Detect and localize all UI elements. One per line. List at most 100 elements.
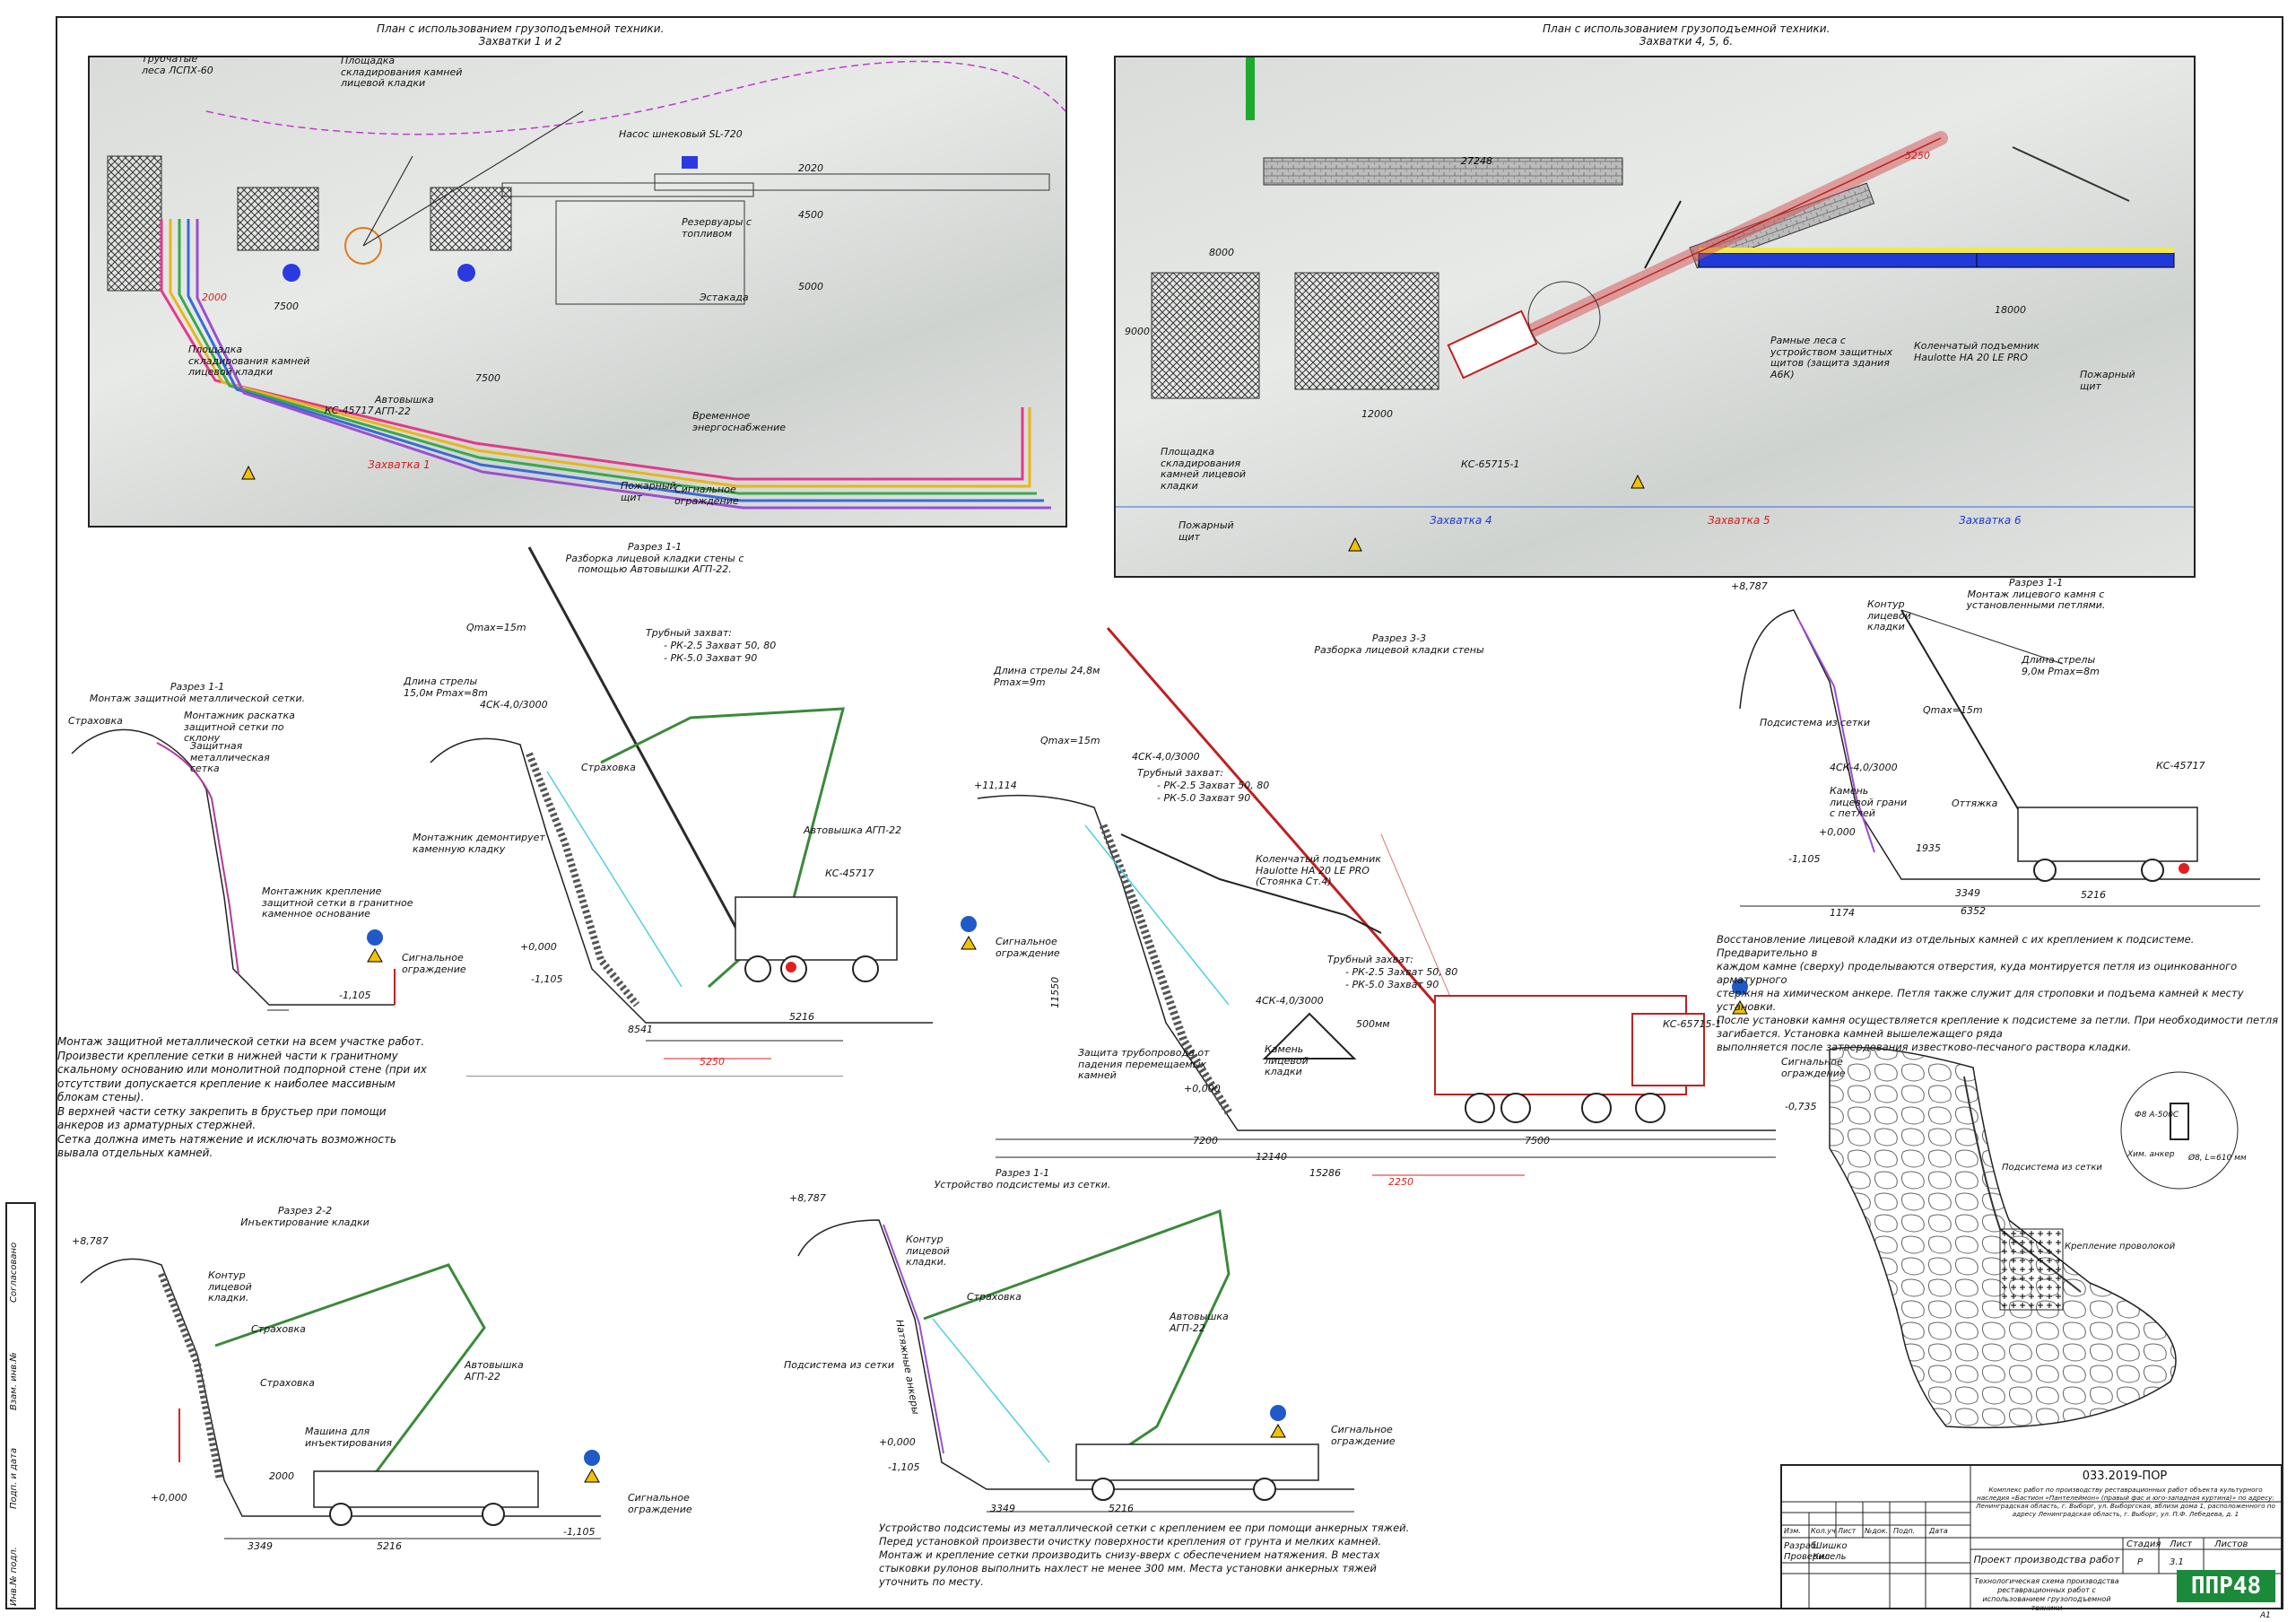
level-label: +0,000	[520, 941, 557, 953]
dimension: 9000	[1125, 326, 1150, 337]
dimension: 7200	[1193, 1135, 1218, 1147]
section-label: КС-45717	[2156, 760, 2205, 772]
plan-label: Площадка складирования камней лицевой кл…	[341, 56, 463, 90]
wheel	[1500, 1093, 1531, 1123]
level-label: +11,114	[974, 780, 1017, 791]
knuckle-lift	[1120, 833, 1382, 934]
masonry	[158, 1272, 223, 1481]
crane-boom	[2012, 146, 2130, 202]
wall-profile	[977, 794, 1776, 1131]
utility-line	[178, 219, 1037, 495]
dimension: 11550	[1049, 976, 1062, 1008]
detail-callout	[2120, 1071, 2239, 1190]
warning-sign	[241, 465, 256, 480]
warning-sign-icon	[584, 1468, 600, 1483]
section-label: Трубный захват:	[646, 627, 732, 639]
wheel	[1091, 1478, 1115, 1501]
dimension-line	[996, 1138, 1776, 1158]
level-label: +8,787	[72, 1235, 109, 1247]
detail-label: Крепление проволокой	[2065, 1242, 2176, 1251]
section-label: - РК-2.5 Захват 50, 80	[1345, 966, 1458, 978]
section-label: Сигнальное ограждение	[628, 1492, 692, 1515]
plan-left-drawing	[107, 60, 1065, 510]
col-header: Лист	[1838, 1527, 1857, 1535]
section-label: КС-45717	[825, 868, 874, 879]
dimension-line	[466, 1040, 843, 1077]
wheel	[2033, 859, 2057, 882]
dimension: 5250	[1905, 150, 1930, 161]
sheet-value: 3.1	[2170, 1557, 2184, 1567]
protective-shield	[1699, 248, 2174, 253]
detail-label: Хим. анкер	[2127, 1150, 2175, 1159]
scaffold-block	[107, 155, 162, 292]
warning-sign-icon	[1270, 1423, 1286, 1438]
frame-scaffold	[1976, 252, 2175, 268]
dimension: 3349	[248, 1540, 273, 1552]
dimension: 500мм	[1356, 1018, 1390, 1030]
plan-right-title: План с использованием грузоподъемной тех…	[1543, 22, 1831, 48]
wheel	[2141, 859, 2164, 882]
dimension: 27248	[1461, 155, 1492, 167]
warning-sign-icon	[1732, 999, 1748, 1015]
section-label: Защитная металлическая сетка	[190, 740, 270, 775]
plan-label: Пожарный щит	[1178, 519, 1234, 543]
crane-truck	[2017, 807, 2198, 862]
level-label: +8,787	[789, 1192, 826, 1204]
plan-right-drawing	[1116, 57, 2194, 552]
contour-line	[205, 60, 1065, 135]
utility-line	[169, 219, 1031, 488]
masonry	[526, 752, 640, 1007]
section-label: Длина стрелы 15,0м Pmax=8m	[404, 676, 488, 699]
storage-area	[430, 187, 512, 251]
sheet-header: Лист	[2170, 1539, 2193, 1549]
project-type: Проект производства работ	[1973, 1554, 2120, 1565]
safety-line	[932, 1318, 1050, 1463]
plan-label: КС-45717	[325, 405, 374, 416]
note-line: вывала отдельных камней.	[57, 1147, 213, 1159]
level-label: -1,105	[1788, 853, 1821, 865]
note-line: Монтаж защитной металлической сетки на в…	[57, 1035, 425, 1048]
level-label: +0,000	[151, 1492, 187, 1504]
dimension: 15286	[1309, 1167, 1341, 1179]
dimension: 1174	[1830, 907, 1855, 919]
dimension: 4500	[798, 209, 823, 221]
drawing-frame	[56, 16, 2283, 1609]
lift-boom	[923, 1208, 1231, 1464]
dimension: 3349	[990, 1503, 1015, 1514]
title-block: 033.2019-ПОР Комплекс работ по производс…	[1780, 1464, 2283, 1612]
level-label: +8,787	[1731, 580, 1768, 592]
building-outline	[654, 173, 1050, 191]
checker-role: Проверил	[1784, 1552, 1831, 1562]
sheet-format: А1	[2260, 1611, 2271, 1620]
dimension: 3349	[1955, 887, 1980, 899]
section-dismantle-drawing	[430, 546, 977, 1077]
dimension: 7500	[1525, 1135, 1550, 1147]
plan-label: Площадка складирования камней лицевой кл…	[188, 344, 310, 379]
plan-label: Пожарный щит	[621, 480, 676, 503]
section-label: - РК-5.0 Захват 90	[1157, 792, 1251, 804]
anchor-loop	[2170, 1103, 2189, 1140]
section-label: Qmax=15m	[466, 622, 526, 633]
plan-left-title: План с использованием грузоподъемной тех…	[377, 22, 665, 48]
marker	[1246, 57, 1255, 120]
dimension: 5216	[377, 1540, 402, 1552]
section-33-drawing	[977, 627, 1776, 1176]
knuckle-lift	[1644, 200, 1682, 269]
section-label: Машина для инъектирования	[305, 1426, 392, 1449]
note-line: анкеров из арматурных стержней.	[57, 1119, 257, 1131]
section-label: Защита трубопровода от падения перемещае…	[1078, 1047, 1210, 1082]
level-label: -1,105	[563, 1526, 596, 1538]
utility-line	[187, 219, 1044, 502]
note-line: блокам стены).	[57, 1091, 144, 1103]
safety-sign-icon	[1270, 1405, 1286, 1421]
section-label: Длина стрелы 24,8м Pmax=9m	[994, 665, 1100, 688]
storage-area	[1294, 272, 1439, 390]
plan-label: Трубчатые леса ЛСПХ-60	[142, 56, 213, 76]
note-line: уточнить по месту.	[879, 1575, 984, 1588]
note-restore: Восстановление лицевой кладки из отдельн…	[1717, 933, 2283, 1054]
outrigger-marker	[2179, 863, 2189, 874]
section-label: Оттяжка	[1952, 798, 1998, 809]
